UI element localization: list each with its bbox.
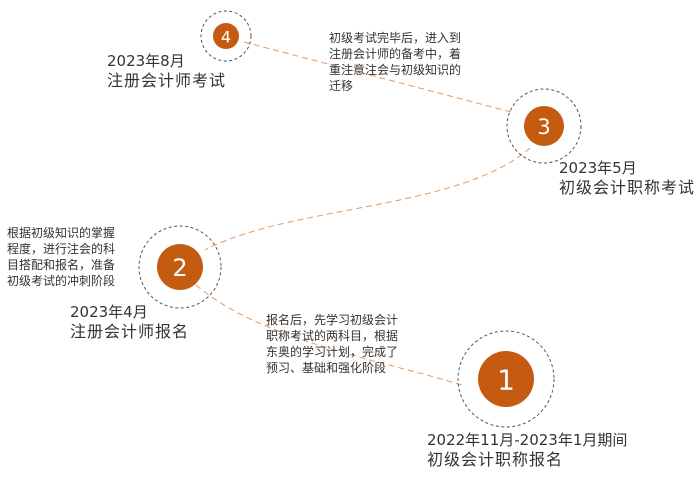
milestone-2-marker: 2 bbox=[138, 225, 222, 309]
milestone-4-date: 2023年8月 bbox=[107, 52, 185, 70]
milestone-3-event: 初级会计职称考试 bbox=[559, 177, 696, 197]
transition-note: 报名后，先学习初级会计 职称考试的两科目，根据 东奥的学习计划，完成了 预习、基… bbox=[266, 312, 398, 376]
note-line: 预习、基础和强化阶段 bbox=[266, 361, 387, 375]
connector-2-1 bbox=[195, 284, 463, 386]
note-line: 报名后，先学习初级会计 bbox=[266, 313, 399, 327]
connector-4-3 bbox=[243, 41, 516, 114]
milestone-1-event: 初级会计职称报名 bbox=[427, 449, 564, 469]
milestone-3-number: 3 bbox=[537, 115, 550, 139]
milestone-3-marker: 3 bbox=[506, 88, 582, 164]
note-line: 初级考试的冲刺阶段 bbox=[7, 274, 116, 288]
note-line: 根据初级知识的掌握 bbox=[7, 226, 116, 240]
milestone-2-event: 注册会计师报名 bbox=[70, 321, 190, 341]
milestone-3-note: 初级考试完毕后，进入到 注册会计师的备考中，着 重注意注会与初级知识的 迁移 bbox=[329, 30, 461, 94]
note-line: 职称考试的两科目，根据 bbox=[266, 329, 399, 343]
milestone-4-event: 注册会计师考试 bbox=[107, 70, 227, 90]
milestone-1-label: 2022年11月-2023年1月期间 初级会计职称报名 bbox=[427, 431, 627, 470]
milestone-4-label: 2023年8月 注册会计师考试 bbox=[107, 52, 226, 91]
note-line: 初级考试完毕后，进入到 bbox=[329, 31, 462, 45]
milestone-3-label: 2023年5月 初级会计职称考试 bbox=[559, 159, 695, 198]
note-line: 程度，进行注会的科 bbox=[7, 242, 116, 256]
milestone-3-date: 2023年5月 bbox=[559, 159, 637, 177]
note-line: 注册会计师的备考中，着 bbox=[329, 47, 462, 61]
note-line: 东奥的学习计划，完成了 bbox=[266, 345, 399, 359]
note-line: 重注意注会与初级知识的 bbox=[329, 63, 462, 77]
note-line: 目搭配和报名，准备 bbox=[7, 258, 116, 272]
milestone-4-number: 4 bbox=[221, 28, 231, 47]
milestone-2-date: 2023年4月 bbox=[70, 303, 148, 321]
milestone-1-marker: 1 bbox=[457, 330, 555, 428]
milestone-2-label: 2023年4月 注册会计师报名 bbox=[70, 303, 189, 342]
milestone-1-date: 2022年11月-2023年1月期间 bbox=[427, 431, 628, 449]
milestone-4-marker: 4 bbox=[200, 10, 252, 62]
milestone-2-note: 根据初级知识的掌握 程度，进行注会的科 目搭配和报名，准备 初级考试的冲刺阶段 bbox=[7, 225, 115, 289]
milestone-1-number: 1 bbox=[497, 364, 515, 397]
note-line: 迁移 bbox=[329, 79, 354, 93]
connector-3-2 bbox=[204, 147, 531, 251]
milestone-2-number: 2 bbox=[172, 254, 187, 282]
